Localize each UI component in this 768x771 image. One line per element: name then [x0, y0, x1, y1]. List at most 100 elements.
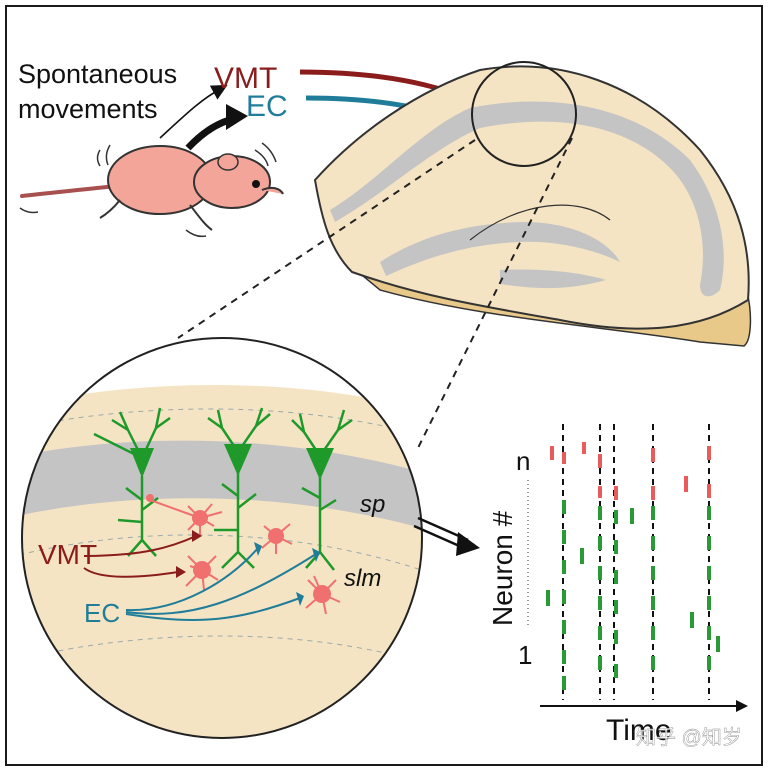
figure-border: [5, 5, 763, 766]
mouse-pup: [19, 142, 284, 238]
spike-green: [614, 630, 618, 644]
spike-green: [651, 566, 655, 580]
spontaneous-line-1: Spontaneous: [18, 59, 177, 89]
spike-green: [598, 626, 602, 640]
spike-red: [651, 448, 655, 462]
pyramidal-neuron-3: [291, 409, 353, 571]
ec-axon-2: [125, 553, 317, 615]
spike-green: [651, 506, 655, 520]
pup-ear: [217, 153, 239, 171]
raster-time-arrowhead: [736, 700, 748, 712]
zoom-selection-circle: [471, 61, 577, 167]
spike-red: [562, 452, 566, 464]
spike-green: [562, 620, 566, 634]
pup-tail: [20, 184, 120, 198]
ec-terminal-2: [312, 548, 320, 562]
pyramidal-soma-2: [224, 444, 252, 476]
spike-red: [614, 486, 618, 500]
interneuron-soma-2: [268, 528, 284, 544]
zoomed-ca1-view: VMT EC sp slm: [21, 337, 423, 739]
vmt-terminal-2: [176, 566, 186, 578]
raster-y-bottom-label: 1: [518, 640, 532, 670]
motion-line-5: [19, 207, 39, 214]
spike-red: [651, 486, 655, 500]
watermark: 知乎 @知岁: [636, 726, 742, 749]
pyramidal-neuron-1: [93, 407, 171, 557]
spike-green: [707, 506, 711, 520]
hippocampal-slice: [313, 61, 752, 347]
raster-time-label: Time: [606, 714, 672, 747]
thin-arrow-to-vmt: [159, 84, 228, 139]
spike-red: [707, 446, 711, 460]
ec-axon-3: [125, 597, 301, 622]
raster-y-axis-label: Neuron #: [487, 510, 518, 626]
motion-line-1: [96, 149, 101, 167]
motion-line-6: [185, 229, 207, 238]
spike-green: [562, 650, 566, 664]
spontaneous-line-2: movements: [18, 94, 158, 124]
spike-red: [582, 442, 586, 454]
spike-green: [562, 590, 566, 604]
spike-green: [546, 590, 550, 606]
spike-green: [630, 508, 634, 524]
ec-axon-1: [125, 547, 259, 612]
vmt-axon-2: [83, 567, 179, 578]
pyramidal-soma-3: [306, 448, 334, 480]
thick-arrow-head: [226, 104, 248, 130]
spike-red: [598, 454, 602, 468]
top-ec-label: EC: [246, 90, 288, 123]
spike-green: [598, 596, 602, 610]
slm-layer-label: slm: [344, 565, 381, 592]
pyramidal-soma-1: [130, 448, 154, 478]
spike-green: [716, 636, 720, 652]
hippocampal-fissure: [469, 204, 611, 241]
spike-green: [614, 510, 618, 524]
spike-green: [562, 560, 566, 574]
spike-green: [598, 536, 602, 550]
spike-green: [614, 540, 618, 554]
interneuron-3: [185, 555, 219, 591]
spike-green: [651, 596, 655, 610]
spike-green: [707, 596, 711, 610]
pup-eye: [252, 180, 260, 188]
motion-line-4: [261, 142, 277, 163]
dentate-gyrus-lower: [500, 269, 606, 289]
spike-green: [651, 626, 655, 640]
ec-terminal-1: [254, 542, 262, 556]
interneuron-soma-4: [313, 585, 331, 603]
sync-event-lines: [562, 424, 710, 700]
spike-green: [562, 530, 566, 544]
motion-line-2: [105, 144, 111, 166]
spontaneous-movements-label: Spontaneous movements: [18, 59, 185, 124]
spike-green: [707, 626, 711, 640]
zoom-line-right: [417, 137, 573, 449]
spike-green: [562, 500, 566, 514]
pup-hindleg: [99, 199, 121, 219]
interneuron-4: [305, 575, 341, 615]
interneuron-spikes: [550, 442, 711, 500]
spike-green: [614, 664, 618, 678]
spike-green: [580, 548, 584, 564]
zoom-vmt-label: VMT: [38, 539, 97, 570]
spike-red: [598, 486, 602, 498]
interneuron-bouton-1: [146, 494, 154, 502]
vmt-axon-1: [83, 535, 197, 557]
spike-green: [562, 676, 566, 690]
pyramidal-neuron-2: [207, 407, 271, 569]
interneuron-soma-1: [192, 510, 208, 526]
top-vmt-label: VMT: [214, 62, 277, 95]
pyramidal-spikes: [546, 500, 720, 690]
spike-green: [690, 612, 694, 628]
zoom-ec-label: EC: [84, 598, 120, 628]
zoom-lower-boundary: [22, 534, 422, 585]
spike-green: [614, 570, 618, 584]
sp-layer-label: sp: [360, 491, 385, 518]
pup-snout: [261, 186, 284, 195]
spike-green: [598, 506, 602, 520]
zoom-circle-outline: [21, 337, 423, 739]
spike-green: [651, 536, 655, 550]
zoom-to-raster-arrow: [413, 516, 480, 556]
spike-green: [598, 566, 602, 580]
